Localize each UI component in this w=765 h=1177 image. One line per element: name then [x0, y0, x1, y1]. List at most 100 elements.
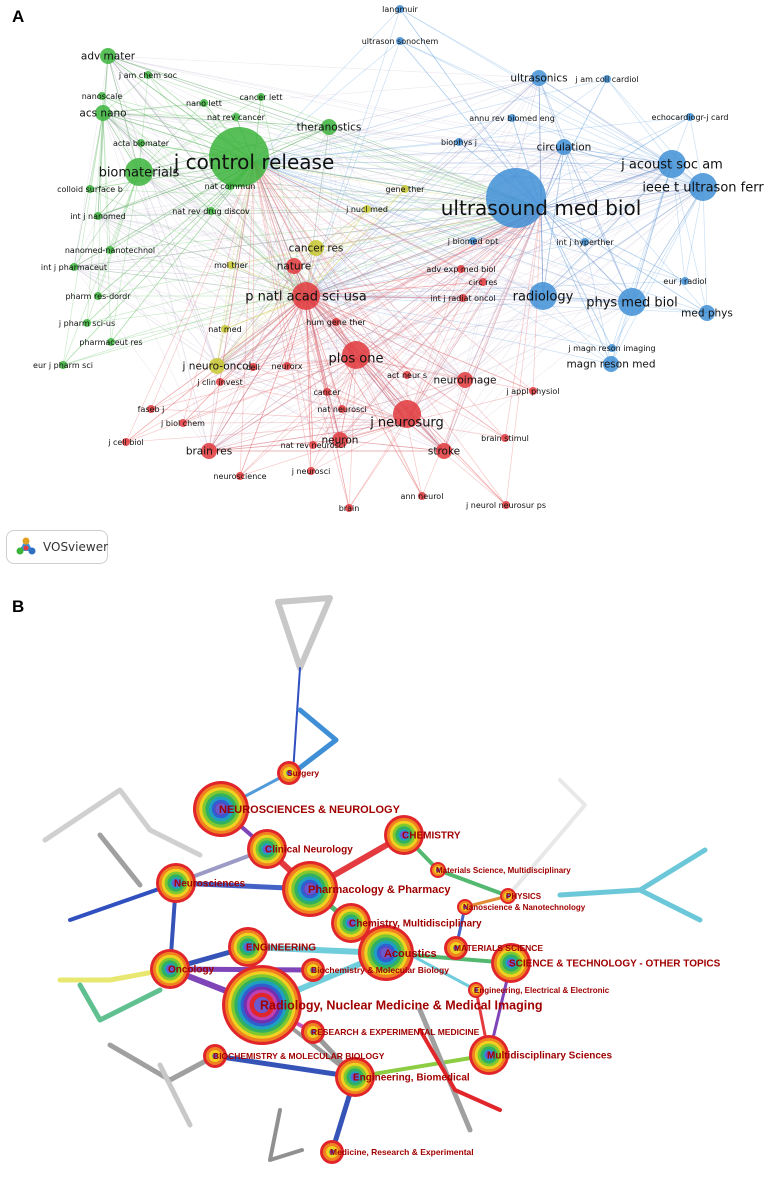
journal-node-ieee-t-ultrason-ferr[interactable] [689, 173, 717, 201]
journal-node-echocardiogr-j-card[interactable] [686, 113, 694, 121]
category-node-chemistry[interactable] [384, 815, 424, 855]
journal-node-nat-rev-drug-discov[interactable] [207, 207, 215, 215]
journal-node-eur-j-pharm-sci[interactable] [59, 361, 67, 369]
journal-node-med-phys[interactable] [699, 305, 715, 321]
journal-node-neuroimage[interactable] [457, 372, 473, 388]
journal-node-nanoscale[interactable] [98, 92, 106, 100]
category-node-chemistry-multidisciplinary[interactable] [331, 903, 371, 943]
journal-node-j-clin-invest[interactable] [216, 378, 224, 386]
journal-node-j-biol-chem[interactable] [179, 419, 187, 427]
journal-node-ultrason-sonochem[interactable] [396, 37, 404, 45]
category-node-pharmacology-pharmacy[interactable] [282, 861, 338, 917]
journal-node-cancer[interactable] [323, 388, 331, 396]
journal-node-plos-one[interactable] [342, 341, 370, 369]
category-node-neurosciences-neurology[interactable] [193, 781, 249, 837]
journal-node-circ-res[interactable] [479, 278, 487, 286]
journal-node-theranostics[interactable] [321, 119, 337, 135]
journal-node-j-appl-physiol[interactable] [529, 387, 537, 395]
journal-node-j-acoust-soc-am[interactable] [658, 150, 686, 178]
journal-node-j-neurosurg[interactable] [393, 400, 421, 428]
journal-node-ultrasonics[interactable] [531, 70, 547, 86]
journal-node-acs-nano[interactable] [95, 105, 111, 121]
journal-node-annu-rev-biomed-eng[interactable] [508, 114, 516, 122]
journal-node-j-pharm-sci-us[interactable] [83, 319, 91, 327]
journal-node-cancer-res[interactable] [308, 240, 324, 256]
journal-node-nat-rev-neurosci[interactable] [309, 441, 317, 449]
journal-node-phys-med-biol[interactable] [618, 288, 646, 316]
journal-node-nat-rev-cancer[interactable] [232, 113, 240, 121]
journal-node-biomaterials[interactable] [125, 158, 153, 186]
journal-node-biophys-j[interactable] [455, 138, 463, 146]
journal-node-nanomed-nanotechnol[interactable] [106, 246, 114, 254]
journal-node-adv-exp-med-biol[interactable] [457, 265, 465, 273]
journal-node-ann-neurol[interactable] [418, 492, 426, 500]
journal-node-langmuir[interactable] [396, 5, 404, 13]
journal-node-pharm-res-dordr[interactable] [94, 292, 102, 300]
journal-node-nat-commun[interactable] [226, 182, 234, 190]
category-node-science-technology-other-topics[interactable] [491, 943, 531, 983]
journal-node-int-j-hyperther[interactable] [581, 238, 589, 246]
journal-node-brain-res[interactable] [201, 443, 217, 459]
journal-node-radiology[interactable] [529, 282, 557, 310]
journal-node-nat-med[interactable] [221, 325, 229, 333]
category-node-materials-science[interactable] [444, 936, 468, 960]
journal-node-faseb-j[interactable] [147, 405, 155, 413]
category-node-oncology[interactable] [150, 949, 190, 989]
journal-node-int-j-nanomed[interactable] [94, 212, 102, 220]
journal-node-hum-gene-ther[interactable] [332, 318, 340, 326]
journal-node-magn-reson-med[interactable] [603, 356, 619, 372]
category-node-multidisciplinary-sciences[interactable] [469, 1035, 509, 1075]
journal-node-j-neuro-oncol[interactable] [209, 358, 225, 374]
journal-node-adv-mater[interactable] [100, 48, 116, 64]
journal-node-gene-ther[interactable] [401, 185, 409, 193]
journal-node-j-neurol-neurosur-ps[interactable] [502, 501, 510, 509]
journal-link [355, 357, 466, 381]
journal-node-act-neur-s[interactable] [403, 371, 411, 379]
category-node-engineering-electrical-electronic[interactable] [468, 982, 484, 998]
category-node-acoustics[interactable] [358, 925, 414, 981]
journal-node-pharmaceut-res[interactable] [107, 338, 115, 346]
journal-node-nature[interactable] [286, 258, 302, 274]
category-node-nanoscience-nanotechnology[interactable] [457, 899, 473, 915]
journal-node-mol-ther[interactable] [227, 261, 235, 269]
journal-node-eur-j-radiol[interactable] [681, 277, 689, 285]
journal-node-nat-neurosci[interactable] [338, 405, 346, 413]
journal-node-j-magn-reson-imaging[interactable] [608, 344, 616, 352]
journal-node-brain[interactable] [345, 504, 353, 512]
journal-node-brain-stimul[interactable] [501, 434, 509, 442]
journal-node-neuron[interactable] [332, 432, 348, 448]
journal-node-j-control-release[interactable] [209, 127, 269, 187]
journal-node-p-natl-acad-sci-usa[interactable] [292, 282, 320, 310]
journal-node-colloid-surface-b[interactable] [86, 185, 94, 193]
category-node-neurosciences[interactable] [156, 863, 196, 903]
journal-node-j-neurosci[interactable] [307, 467, 315, 475]
category-node-engineering[interactable] [228, 927, 268, 967]
journal-node-j-am-chem-soc[interactable] [144, 71, 152, 79]
category-node-clinical-neurology[interactable] [247, 829, 287, 869]
journal-node-j-cell-biol[interactable] [122, 438, 130, 446]
journal-node-j-nucl-med[interactable] [363, 205, 371, 213]
category-node-biochemistry-molecular-biology[interactable] [301, 958, 325, 982]
category-node-research-experimental-medicine[interactable] [301, 1020, 325, 1044]
journal-node-j-am-coll-cardiol[interactable] [603, 75, 611, 83]
category-node-materials-science-multidisciplinary[interactable] [430, 862, 446, 878]
journal-node-acta-biomater[interactable] [137, 139, 145, 147]
journal-node-neuroscience[interactable] [236, 472, 244, 480]
vosviewer-badge[interactable]: VOSviewer [6, 530, 108, 564]
journal-node-int-j-pharmaceut[interactable] [70, 263, 78, 271]
category-node-surgery[interactable] [277, 761, 301, 785]
journal-node-circulation[interactable] [556, 139, 572, 155]
journal-node-j-biomed-opt[interactable] [469, 237, 477, 245]
journal-node-int-j-radiat-oncol[interactable] [459, 294, 467, 302]
category-node-engineering-biomedical[interactable] [335, 1057, 375, 1097]
journal-node-cancer-lett[interactable] [257, 93, 265, 101]
journal-node-ultrasound-med-biol[interactable] [486, 168, 546, 228]
journal-node-nano-lett[interactable] [200, 99, 208, 107]
journal-node-cell[interactable] [249, 363, 257, 371]
category-node-biochemistry-molecular-biology[interactable] [203, 1044, 227, 1068]
category-node-radiology-nuclear-medicine-medical-imaging[interactable] [222, 965, 302, 1045]
category-node-medicine-research-experimental[interactable] [320, 1140, 344, 1164]
journal-node-stroke[interactable] [436, 443, 452, 459]
journal-node-neurorx[interactable] [283, 362, 291, 370]
category-node-physics[interactable] [500, 888, 516, 904]
